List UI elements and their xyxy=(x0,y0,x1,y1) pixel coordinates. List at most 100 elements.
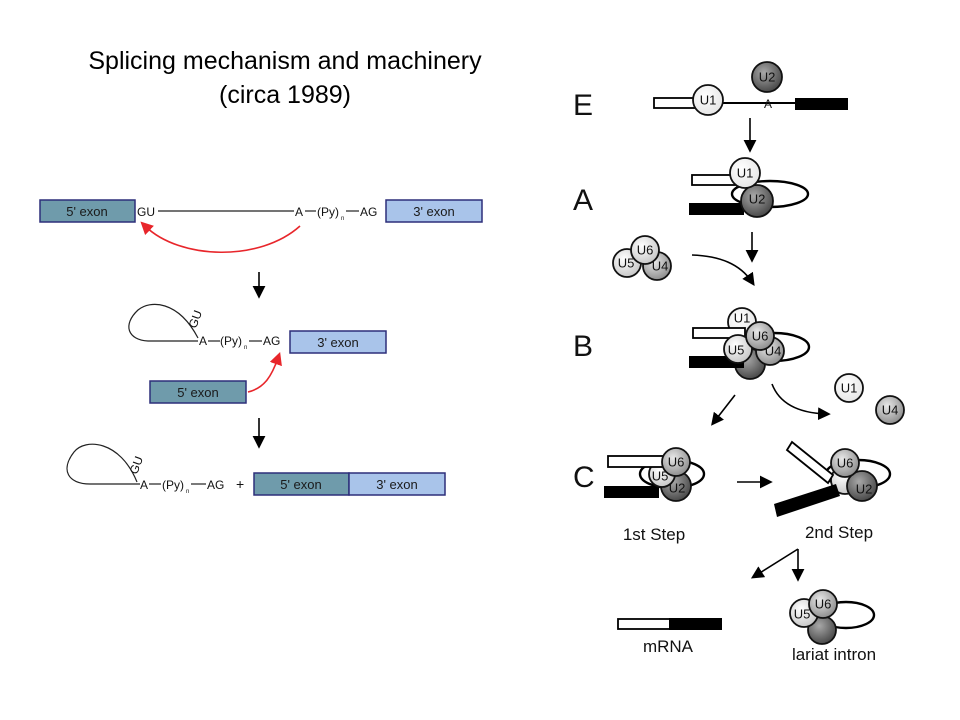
exon3-bar xyxy=(604,486,659,498)
join-arrow-icon xyxy=(691,254,755,286)
exon-attack-arrow xyxy=(247,351,282,393)
ag-label: AG xyxy=(360,205,377,219)
ligated-exon3-label: 3' exon xyxy=(376,477,418,492)
u6-label: U6 xyxy=(637,243,654,258)
free-exon5-box xyxy=(149,380,247,404)
py-subscript: n xyxy=(244,345,247,351)
gu-loop-label: GU xyxy=(186,308,205,330)
lariat-loop xyxy=(128,303,199,342)
u5-label: U5 xyxy=(652,469,669,484)
u5-snrnp xyxy=(723,334,753,364)
stage-e: E U1 U2 A xyxy=(573,61,848,122)
down-left-arrow-icon xyxy=(750,548,799,579)
py-label: (Py) xyxy=(220,334,242,348)
exon5-box xyxy=(39,199,136,223)
exon3-box xyxy=(385,199,483,223)
u2-snrnp xyxy=(740,184,774,218)
u6-label: U6 xyxy=(668,455,685,470)
ag-label: AG xyxy=(207,478,224,492)
u6-snrnp xyxy=(830,448,860,478)
exon5-bar xyxy=(653,97,697,109)
u6-label: U6 xyxy=(752,329,769,344)
mrna-product: mRNA xyxy=(617,618,722,656)
exon5-bar xyxy=(607,455,669,468)
stage-a-label: A xyxy=(573,184,593,217)
exon3-label: 3' exon xyxy=(413,204,455,219)
stage-c-first-step: C U2 U5 U6 xyxy=(573,447,706,502)
u5-label: U5 xyxy=(728,343,745,358)
stage-c-label: C xyxy=(573,461,595,494)
plus-sign: + xyxy=(236,476,244,492)
u1-snrnp xyxy=(729,157,761,189)
ligated-exon3-box xyxy=(348,472,446,496)
lariat-intermediate: GU A (Py) n AG 3' exon 5' exon xyxy=(128,303,387,404)
branch-attack-arrow xyxy=(140,221,301,254)
py-label: (Py) xyxy=(317,205,339,219)
exon5-bar xyxy=(692,327,746,339)
u6-snrnp xyxy=(661,447,691,477)
stage-b: B U1 U5 U4 U6 xyxy=(573,307,811,380)
py-subscript: n xyxy=(186,489,189,495)
branch-a-label: A xyxy=(199,334,207,348)
exon3-bar xyxy=(795,98,848,110)
exon3-bar xyxy=(689,203,744,215)
branch-a-label: A xyxy=(295,205,303,219)
u1-label: U1 xyxy=(734,311,751,326)
py-subscript: n xyxy=(341,216,344,222)
lariat-loop xyxy=(66,443,140,485)
first-step-label: 1st Step xyxy=(623,525,685,544)
u6-label: U6 xyxy=(815,597,832,612)
lariat-intron-product: U5 U6 lariat intron xyxy=(789,589,876,664)
free-exon5-label: 5' exon xyxy=(177,385,219,400)
pre-mrna-step1: 5' exon GU A (Py) n AG 3' exon xyxy=(39,199,483,254)
stage-e-label: E xyxy=(573,89,593,122)
u4-label: U4 xyxy=(652,259,669,274)
exon3-label: 3' exon xyxy=(317,335,359,350)
u2-label: U2 xyxy=(856,482,873,497)
u6-snrnp xyxy=(745,321,775,351)
gu-label: GU xyxy=(137,205,155,219)
slide-title-line1: Splicing mechanism and machinery xyxy=(88,47,482,75)
exon5-label: 5' exon xyxy=(66,204,108,219)
lariat-intron-label: lariat intron xyxy=(792,645,876,664)
down-left-arrow-icon xyxy=(711,394,736,426)
u6-snrnp xyxy=(808,589,838,619)
second-step-label: 2nd Step xyxy=(805,523,873,542)
u2-label: U2 xyxy=(669,481,686,496)
u2-label: U2 xyxy=(759,70,776,85)
u2-label: U2 xyxy=(749,192,766,207)
mrna-exon5-segment xyxy=(617,618,671,630)
u2-snrnp xyxy=(751,61,783,93)
splicing-products: GU A (Py) n AG + 5' exon 3' exon xyxy=(66,443,446,496)
tri-snrnp-u4-u5-u6: U5 U4 U6 xyxy=(612,235,672,281)
u2-snrnp xyxy=(846,470,878,502)
branch-a-label: A xyxy=(140,478,148,492)
stage-b-label: B xyxy=(573,330,593,363)
released-u4-snrnp xyxy=(875,395,905,425)
u1-label: U1 xyxy=(700,93,717,108)
py-label: (Py) xyxy=(162,478,184,492)
released-u1-snrnp xyxy=(834,373,864,403)
stage-c-second-step: U2 U6 xyxy=(774,440,892,517)
u5-label: U5 xyxy=(618,256,635,271)
stage-a: A U2 U1 xyxy=(573,157,810,218)
ligated-exon5-label: 5' exon xyxy=(280,477,322,492)
u1-label: U1 xyxy=(737,166,754,181)
exon3-box xyxy=(289,330,387,354)
release-arrow-icon xyxy=(771,383,831,421)
exon3-bar xyxy=(774,484,840,517)
u1-snrnp xyxy=(692,84,724,116)
gu-loop-label: GU xyxy=(127,454,146,476)
released-u1-label: U1 xyxy=(841,381,858,396)
ag-label: AG xyxy=(263,334,280,348)
branch-a-label: A xyxy=(764,97,772,111)
released-u4-label: U4 xyxy=(882,403,899,418)
exon5-bar xyxy=(785,440,835,485)
slide-title-line2: (circa 1989) xyxy=(219,81,351,109)
u6-snrnp xyxy=(630,235,660,265)
mrna-label: mRNA xyxy=(643,637,694,656)
u5-label: U5 xyxy=(794,607,811,622)
u6-label: U6 xyxy=(837,456,854,471)
mrna-exon3-segment xyxy=(669,618,722,630)
